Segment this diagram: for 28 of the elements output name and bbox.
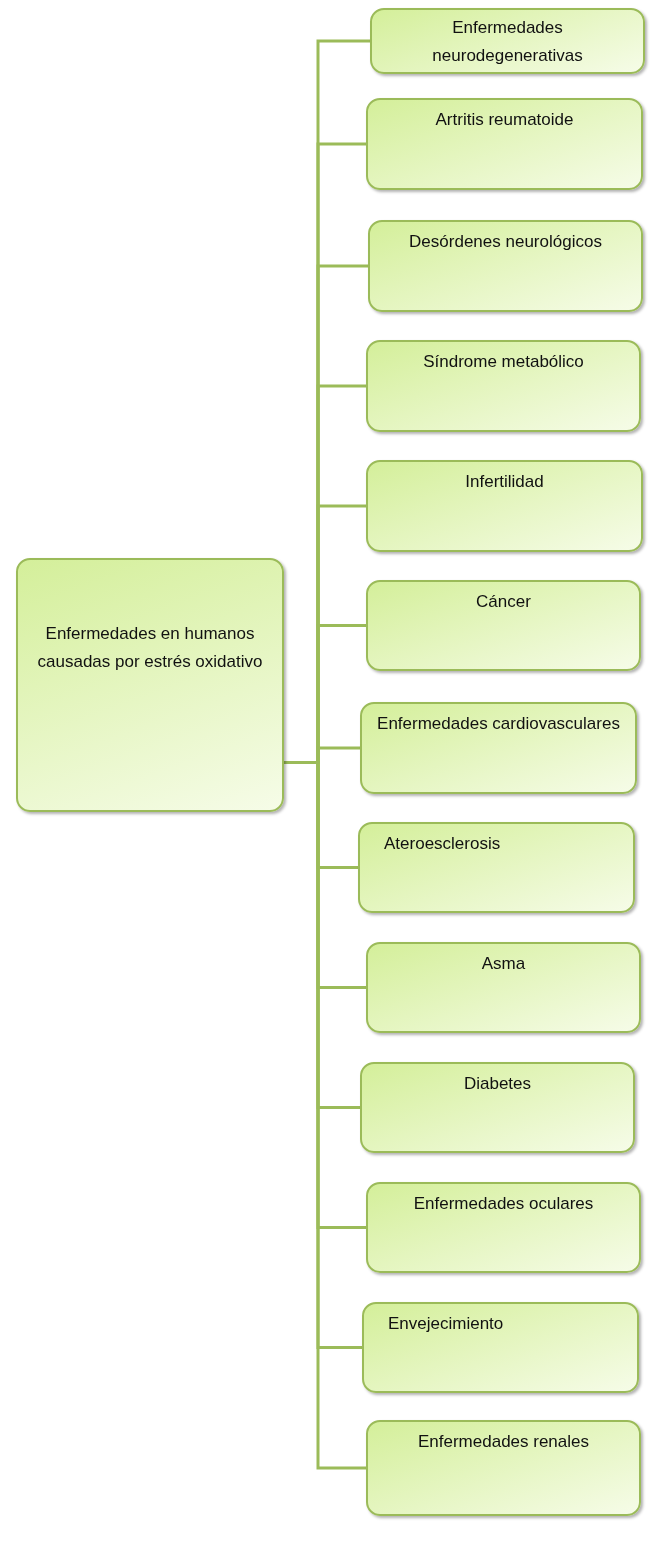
rounded-box [358,822,635,913]
node-label: Enfermedades neurodegenerativas [431,17,584,67]
node-label: Cáncer [475,591,532,613]
node-label: Enfermedades cardiovasculares [376,713,621,735]
rounded-box [368,220,643,312]
rounded-box [366,1420,641,1516]
node-label: Enfermedades en humanos causadas por estrés oxidativo [36,623,264,673]
rounded-box [366,460,643,552]
rounded-box [366,98,643,190]
rounded-box [360,702,637,794]
rounded-box [370,8,645,74]
node-label: Ateroesclerosis [384,833,502,855]
node-label: Artritis reumatoide [434,109,575,131]
rounded-box [360,1062,635,1153]
rounded-box [366,942,641,1033]
rounded-box [366,340,641,432]
node-label: Envejecimiento [388,1313,505,1335]
rounded-box [366,1182,641,1273]
node-label: Enfermedades renales [416,1431,590,1453]
rounded-box [362,1302,639,1393]
node-label: Síndrome metabólico [422,351,585,373]
node-label: Desórdenes neurológicos [408,231,603,253]
rounded-box [366,580,641,671]
rounded-box [16,558,284,812]
node-label: Infertilidad [464,471,545,493]
node-label: Asma [480,953,527,975]
node-label: Diabetes [462,1073,533,1095]
node-label: Enfermedades oculares [412,1193,595,1215]
